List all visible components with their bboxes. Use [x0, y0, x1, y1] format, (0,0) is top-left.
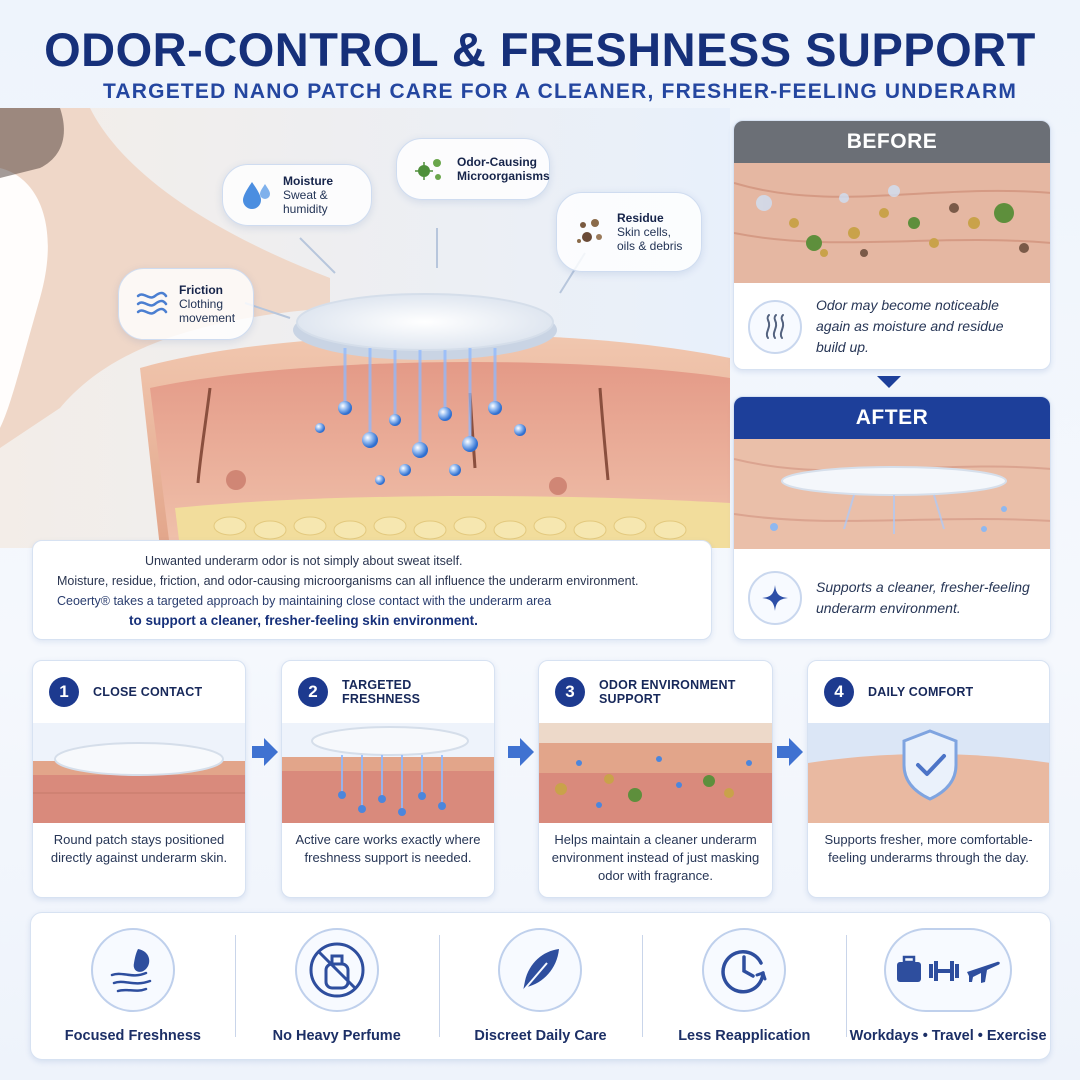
feature-label: Discreet Daily Care: [474, 1028, 607, 1044]
lifestyle-icons: [884, 928, 1013, 1012]
step-odor-environment-support: 3 ODOR ENVIRONMENT SUPPORT Helps maintai…: [538, 660, 773, 898]
wave-lines-icon: [133, 285, 171, 323]
odor-waves-icon: [748, 299, 802, 354]
water-drops-icon: [237, 176, 275, 214]
explanation-line-4: to support a cleaner, fresher-feeling sk…: [129, 613, 478, 628]
right-arrow-icon: [252, 738, 278, 766]
step-number: 1: [49, 677, 79, 707]
feature-no-heavy-perfume: No Heavy Perfume: [234, 913, 439, 1059]
right-arrow-icon: [777, 738, 803, 766]
step-image-active-care: [282, 723, 494, 823]
explanation-line-3: Ceoerty® takes a targeted approach by ma…: [57, 594, 552, 608]
right-arrow-icon: [508, 738, 534, 766]
clock-icon: [702, 928, 787, 1012]
callout-friction: Friction Clothing movement: [118, 268, 254, 340]
step-close-contact: 1 CLOSE CONTACT Round patch stays positi…: [32, 660, 246, 898]
explanation-line-1: Unwanted underarm odor is not simply abo…: [145, 554, 463, 568]
feature-discreet-daily-care: Discreet Daily Care: [438, 913, 643, 1059]
feature-workdays-travel-exercise: Workdays • Travel • Exercise: [846, 913, 1050, 1059]
after-card: AFTER Supports a cleaner, fresher-feelin…: [733, 396, 1051, 640]
briefcase-icon: [897, 955, 922, 982]
callout-residue-desc: Skin cells, oils & debris: [617, 225, 683, 253]
feature-label: Focused Freshness: [64, 1028, 201, 1044]
step-targeted-freshness: 2 TARGETED FRESHNESS Active care works e…: [281, 660, 495, 898]
after-header: AFTER: [734, 397, 1050, 439]
feature-focused-freshness: Focused Freshness: [31, 913, 235, 1059]
step-text: Round patch stays positioned directly ag…: [50, 832, 228, 865]
callout-moisture: Moisture Sweat & humidity: [222, 164, 372, 226]
step-title: DAILY COMFORT: [868, 685, 974, 699]
after-text: Supports a cleaner, fresher-feeling unde…: [816, 579, 1030, 616]
explanation-line-2: Moisture, residue, friction, and odor-ca…: [57, 574, 639, 588]
step-daily-comfort: 4 DAILY COMFORT Supports fresher, more c…: [807, 660, 1050, 898]
page-title: ODOR-CONTROL & FRESHNESS SUPPORT: [44, 23, 1036, 76]
step-image-skin-environment: [539, 723, 772, 823]
step-number: 2: [298, 677, 328, 707]
callout-moisture-desc: Sweat & humidity: [283, 188, 328, 216]
callout-residue-title: Residue: [617, 211, 664, 225]
before-skin-image: [734, 163, 1050, 283]
particles-icon: [571, 213, 609, 251]
feature-label: Workdays • Travel • Exercise: [849, 1028, 1047, 1044]
leaf-wind-icon: [90, 928, 175, 1012]
feature-less-reapplication: Less Reapplication: [642, 913, 846, 1059]
step-number: 3: [555, 677, 585, 707]
step-number: 4: [824, 677, 854, 707]
callout-friction-title: Friction: [179, 283, 223, 297]
callout-moisture-title: Moisture: [283, 174, 334, 188]
step-title: TARGETED FRESHNESS: [342, 678, 421, 706]
callout-microorganisms-title: Odor-Causing Microorganisms: [457, 155, 550, 183]
before-header: BEFORE: [734, 121, 1050, 163]
callout-friction-desc: Clothing movement: [179, 297, 236, 325]
step-title: CLOSE CONTACT: [93, 685, 203, 699]
dumbbell-icon: [929, 961, 960, 981]
step-title: ODOR ENVIRONMENT SUPPORT: [599, 678, 736, 706]
callout-residue: Residue Skin cells, oils & debris: [556, 192, 702, 272]
after-skin-image: [734, 439, 1050, 559]
microbe-icon: [411, 150, 449, 188]
step-image-shield-on-skin: [808, 723, 1049, 823]
step-text: Active care works exactly where freshnes…: [295, 832, 481, 865]
features-bar: Focused Freshness No Heavy Perfume Dis: [30, 912, 1051, 1060]
feature-label: No Heavy Perfume: [272, 1028, 401, 1044]
skin-cross-section-illustration: Moisture Sweat & humidity Odor-Causing M…: [0, 108, 730, 548]
step-text: Helps maintain a cleaner underarm enviro…: [551, 832, 760, 883]
airplane-icon: [967, 961, 1000, 983]
sparkle-icon: [748, 571, 802, 625]
step-text: Supports fresher, more comfortable-feeli…: [824, 832, 1033, 865]
explanation-panel: Unwanted underarm odor is not simply abo…: [32, 540, 712, 640]
before-text: Odor may become noticeable again as mois…: [816, 297, 1004, 355]
step-image-patch-on-skin: [33, 723, 245, 823]
page-subtitle: TARGETED NANO PATCH CARE FOR A CLEANER, …: [102, 80, 1018, 103]
feature-label: Less Reapplication: [678, 1028, 811, 1044]
down-arrow-icon: [877, 376, 901, 388]
callout-microorganisms: Odor-Causing Microorganisms: [396, 138, 550, 200]
feather-icon: [498, 928, 583, 1012]
no-perfume-icon: [294, 928, 379, 1012]
before-card: BEFORE Odor may become noticeable a: [733, 120, 1051, 370]
